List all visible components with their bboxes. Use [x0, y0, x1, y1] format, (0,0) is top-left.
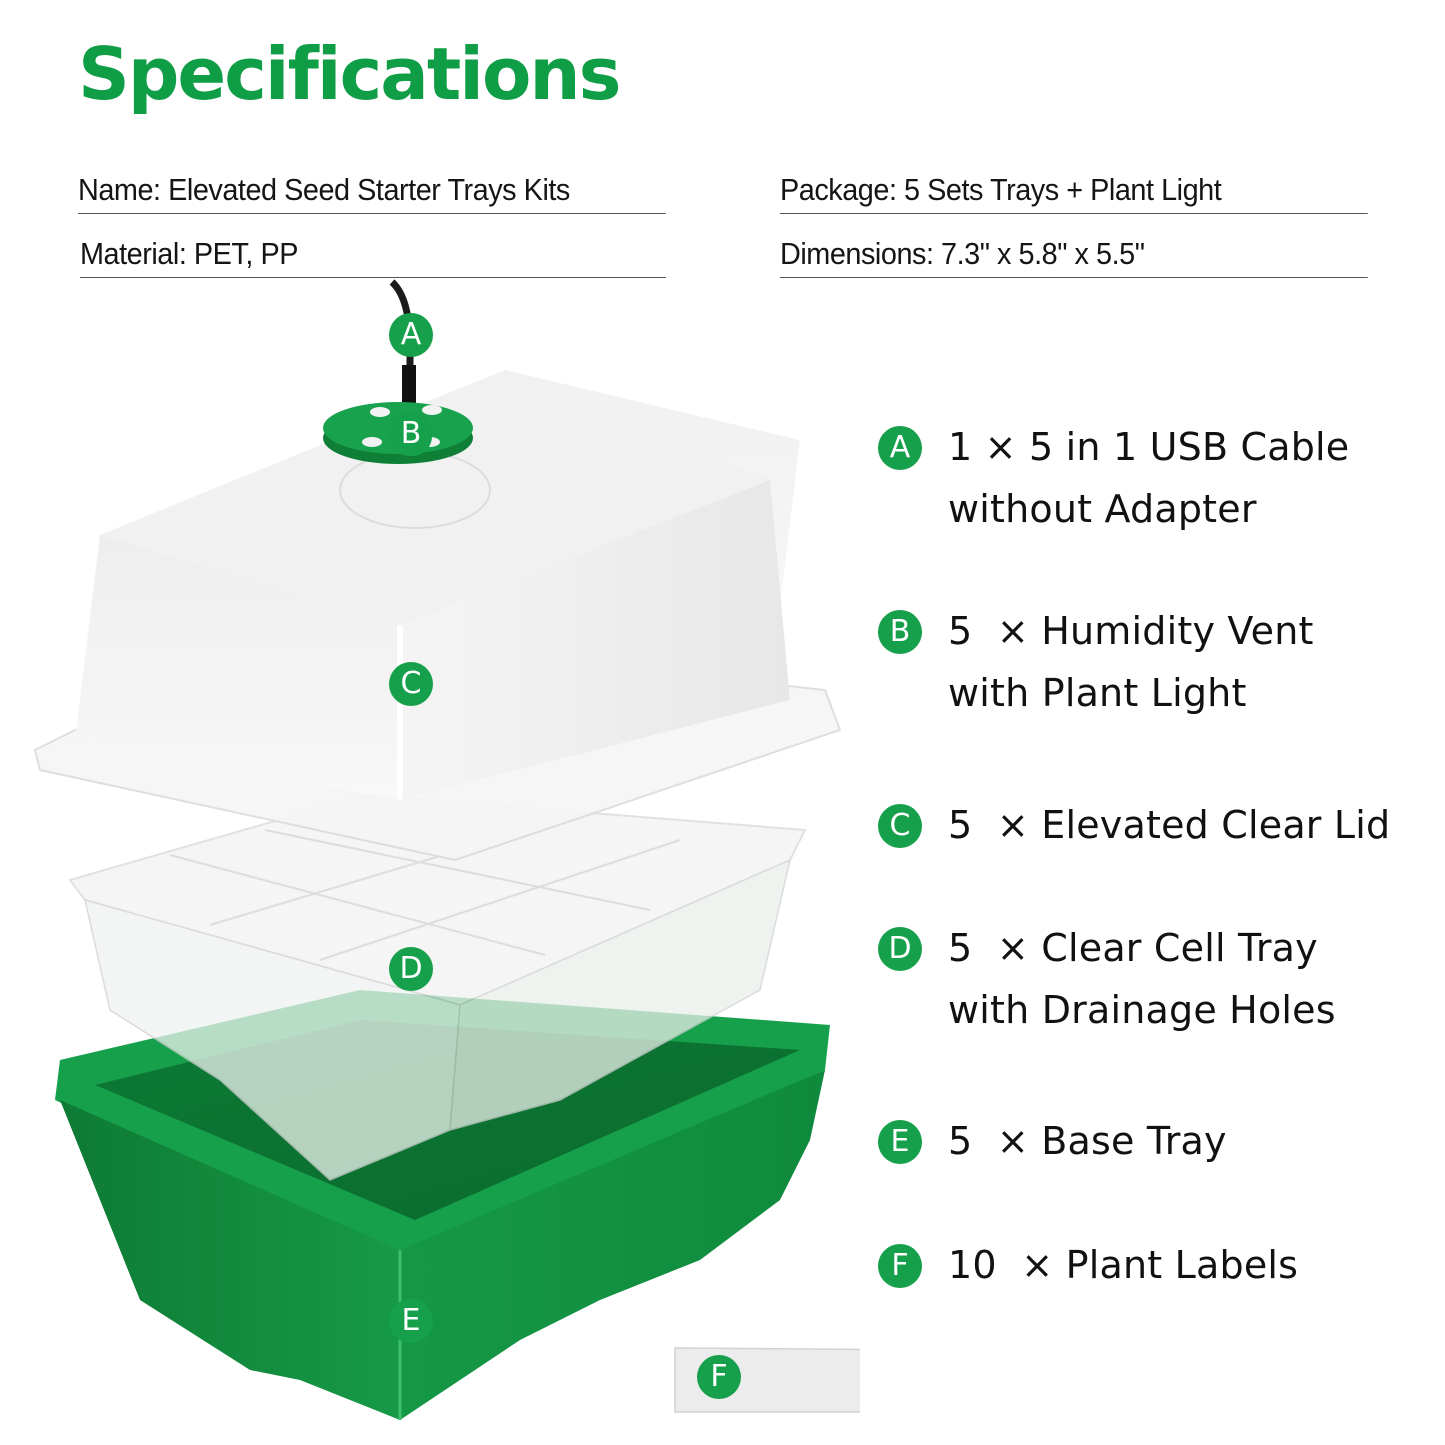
badge-d-icon: D — [878, 927, 922, 971]
component-e-line1: 5 × Base Tray — [948, 1119, 1227, 1163]
component-f-line1: 10 × Plant Labels — [948, 1243, 1299, 1287]
badge-f-marker: F — [697, 1355, 741, 1399]
page-title: Specifications — [78, 32, 622, 116]
component-item-e: E 5 × Base Tray — [878, 1118, 1227, 1172]
component-item-f: F 10 × Plant Labels — [878, 1242, 1298, 1296]
component-b-line2: with Plant Light — [948, 671, 1247, 715]
component-item-a: A 1 × 5 in 1 USB Cable without Adapter — [878, 424, 1349, 540]
badge-f-icon: F — [878, 1244, 922, 1288]
clear-lid — [33, 370, 842, 862]
component-d-line2: with Drainage Holes — [948, 988, 1336, 1032]
component-a-line2: without Adapter — [948, 487, 1257, 531]
badge-b-marker: B — [390, 412, 432, 456]
badge-c-marker: C — [389, 662, 433, 706]
badge-a-icon: A — [878, 426, 922, 470]
badge-d-marker: D — [389, 947, 433, 991]
component-item-b: B 5 × Humidity Vent with Plant Light — [878, 608, 1314, 724]
component-c-line1: 5 × Elevated Clear Lid — [948, 803, 1391, 847]
badge-e-marker: E — [389, 1299, 433, 1343]
badge-e-icon: E — [878, 1120, 922, 1164]
spec-dimensions: Dimensions: 7.3" x 5.8" x 5.5" — [780, 238, 1368, 278]
component-a-line1: 1 × 5 in 1 USB Cable — [948, 425, 1350, 469]
component-item-d: D 5 × Clear Cell Tray with Drainage Hole… — [878, 925, 1336, 1041]
component-b-line1: 5 × Humidity Vent — [948, 609, 1314, 653]
cell-tray — [68, 793, 807, 1181]
badge-b-icon: B — [878, 610, 922, 654]
spec-name: Name: Elevated Seed Starter Trays Kits — [78, 174, 666, 214]
component-d-line1: 5 × Clear Cell Tray — [948, 926, 1318, 970]
spec-material: Material: PET, PP — [80, 238, 666, 278]
component-item-c: C 5 × Elevated Clear Lid — [878, 802, 1390, 856]
badge-a-marker: A — [389, 313, 433, 357]
seed-tray-exploded-view-icon — [33, 279, 987, 1420]
badge-c-icon: C — [878, 804, 922, 848]
spec-package: Package: 5 Sets Trays + Plant Light — [780, 174, 1368, 214]
product-illustration: A B C D E F — [0, 270, 987, 1445]
